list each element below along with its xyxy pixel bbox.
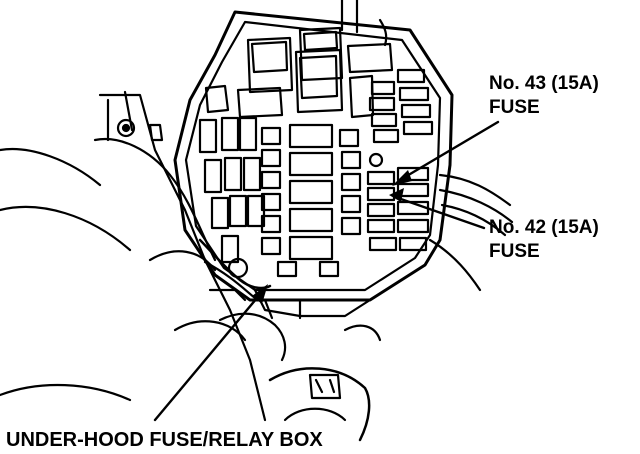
engine-bay-left bbox=[0, 90, 267, 422]
leader-fuse43 bbox=[398, 120, 500, 182]
leader-box bbox=[153, 290, 264, 422]
fuse-bank-upper-right bbox=[368, 68, 434, 144]
callout-fuse42-number: No. 42 (15A) bbox=[489, 217, 599, 238]
arrowhead-fuse43 bbox=[392, 170, 412, 186]
top-wires bbox=[340, 0, 388, 47]
callout-fuse43-type: FUSE bbox=[489, 97, 540, 118]
arrowhead-box bbox=[252, 284, 268, 304]
fuse-relay-box-housing bbox=[173, 10, 454, 320]
callout-fuse43-number: No. 43 (15A) bbox=[489, 73, 599, 94]
fuse-column-left bbox=[198, 116, 266, 264]
relays-top bbox=[204, 26, 394, 119]
callout-box-label: UNDER-HOOD FUSE/RELAY BOX bbox=[6, 429, 323, 451]
callout-fuse42-type: FUSE bbox=[489, 241, 540, 262]
fuse-grid-center bbox=[260, 123, 362, 278]
arrowhead-fuse42 bbox=[389, 188, 404, 202]
leader-lines bbox=[153, 120, 500, 422]
leader-fuse42 bbox=[396, 196, 486, 230]
engine-bay-bottom bbox=[0, 312, 382, 442]
bracket-lower-left bbox=[198, 238, 272, 302]
